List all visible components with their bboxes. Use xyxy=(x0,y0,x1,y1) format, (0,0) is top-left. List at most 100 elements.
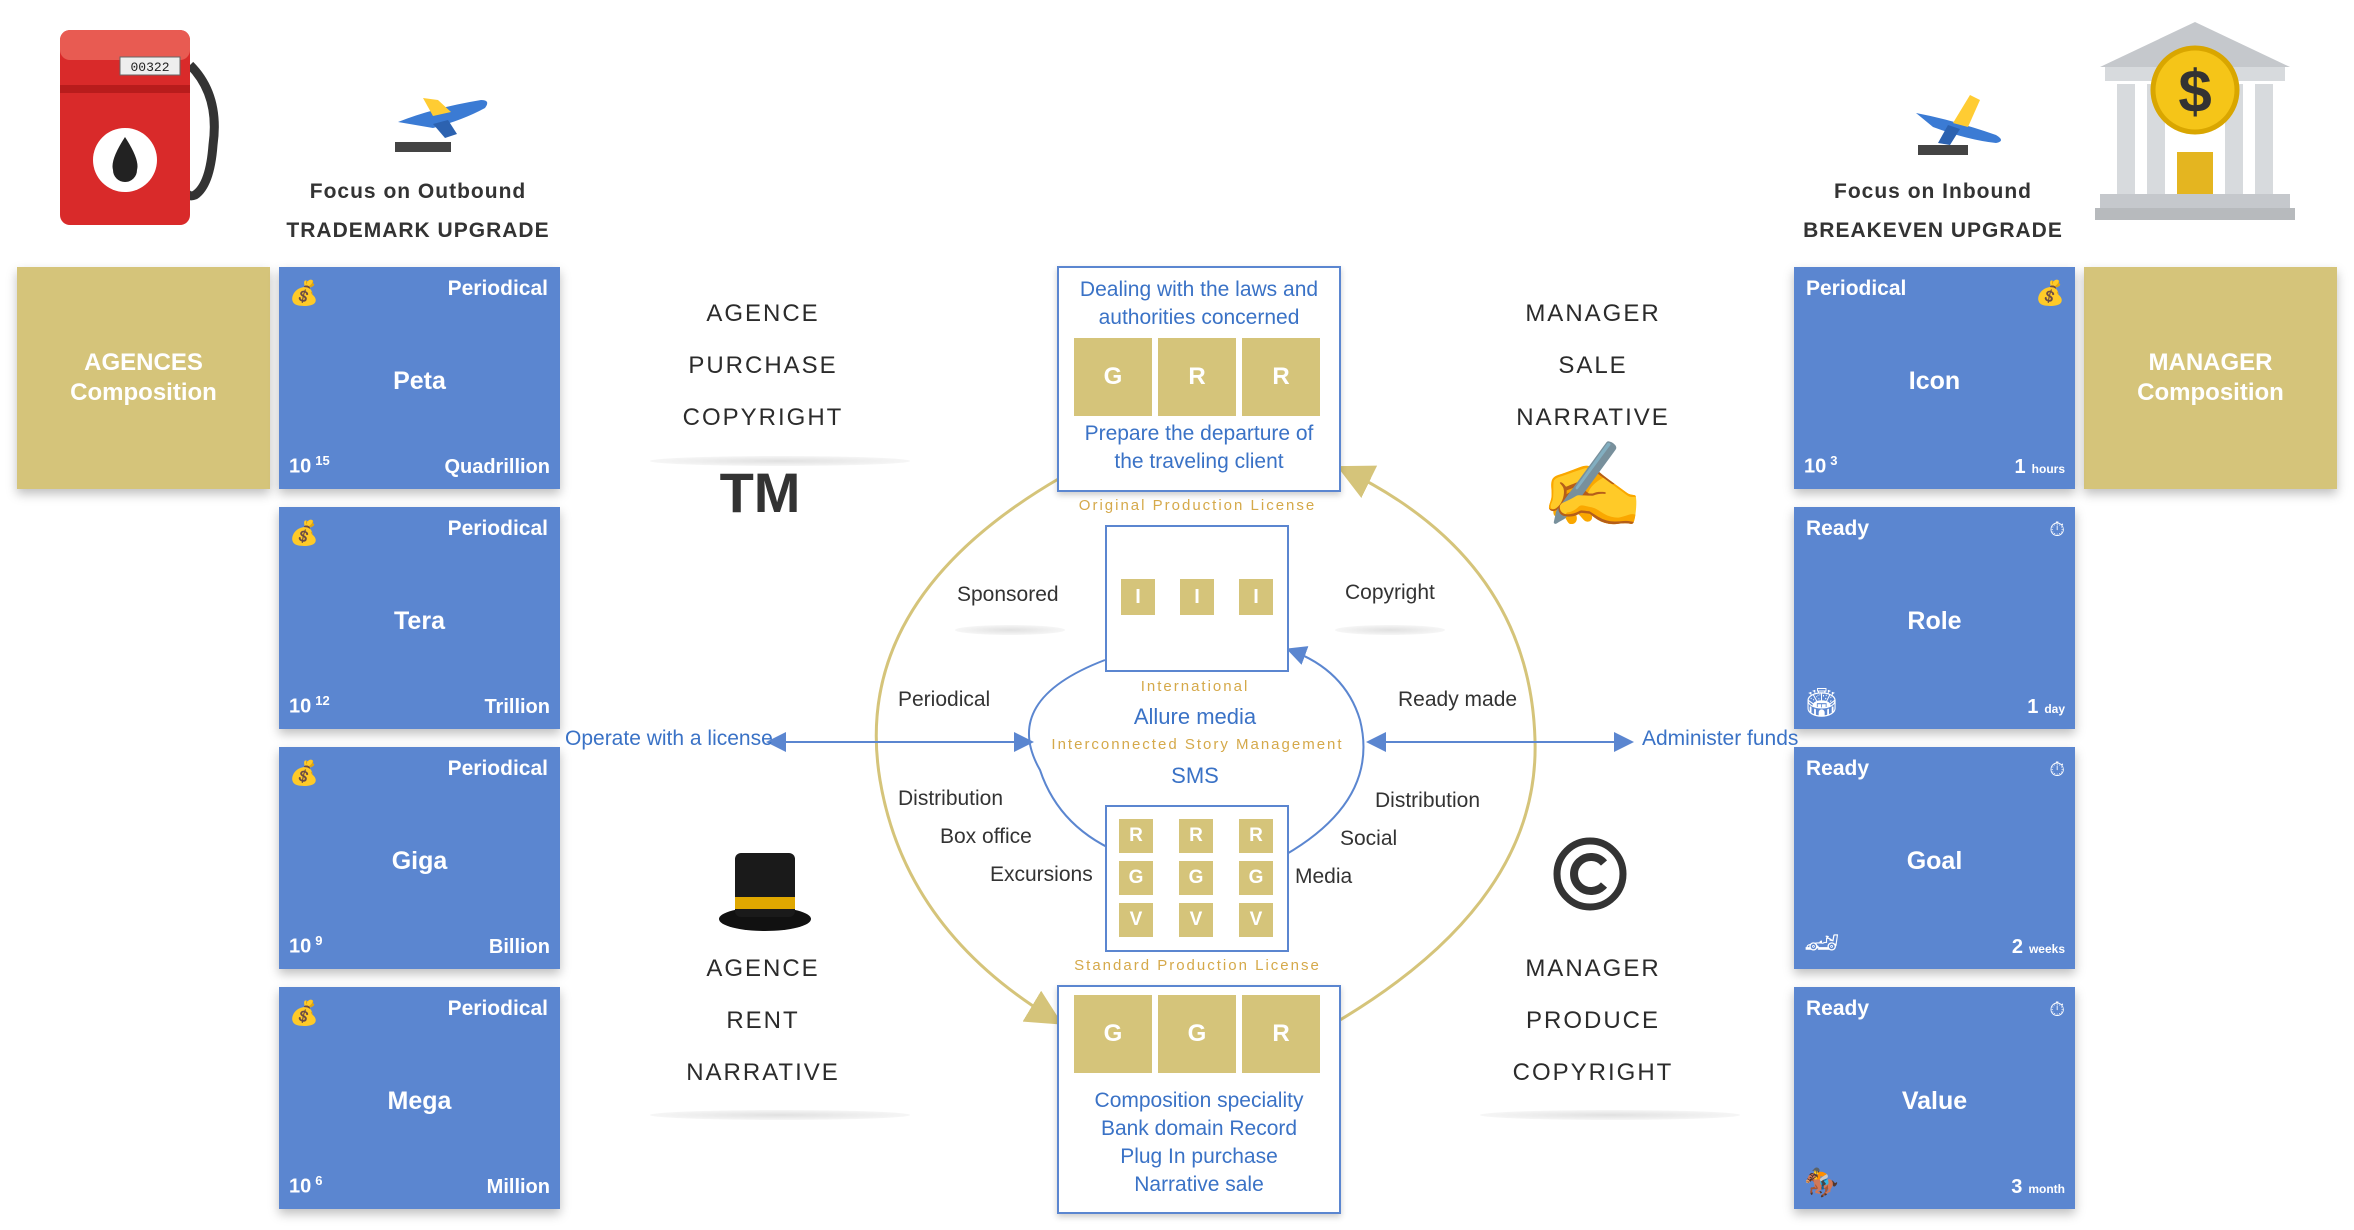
card-name: Tera xyxy=(394,607,445,635)
ready-made-label: Ready made xyxy=(1398,688,1518,711)
iii-box: I I I xyxy=(1105,525,1289,672)
bottom-box-line4: Narrative sale xyxy=(1134,1173,1264,1196)
money-bag-icon: 💰 xyxy=(289,280,319,307)
sms-label: SMS xyxy=(1171,763,1219,788)
airplane-arrival-icon xyxy=(1908,85,2008,160)
left-header-line2: TRADEMARK UPGRADE xyxy=(286,219,550,242)
manager-composition-box[interactable]: MANAGER Composition xyxy=(2084,267,2337,489)
rgv-grid-box: R R R G G G V V V xyxy=(1105,805,1289,952)
card-name: Goal xyxy=(1906,847,1963,875)
fuel-pump-icon: 00322 xyxy=(55,25,225,225)
top-box-line3: Prepare the departure of xyxy=(1084,422,1314,445)
ggr-cell: R xyxy=(1242,995,1320,1073)
card-word: Million xyxy=(486,1176,550,1198)
original-license-caption: Original Production License xyxy=(1078,497,1317,514)
left-header-line1: Focus on Outbound xyxy=(309,180,527,203)
card-tag: Periodical xyxy=(447,997,548,1020)
operate-license-link[interactable]: Operate with a license xyxy=(565,727,773,750)
bottom-box-line2: Bank domain Record xyxy=(1100,1117,1298,1140)
money-bag-icon: 💰 xyxy=(2035,280,2065,307)
agence-bottom-1: AGENCE xyxy=(706,955,820,982)
interconnected-caption: Interconnected Story Management xyxy=(1051,736,1344,753)
grr-cell: R xyxy=(1242,338,1320,416)
card-name: Role xyxy=(1907,607,1962,635)
grid-cell: V xyxy=(1119,903,1153,937)
grid-cell: V xyxy=(1179,903,1213,937)
shadow-divider xyxy=(955,625,1065,635)
race-car-icon: 🏎 xyxy=(1804,927,1840,958)
top-box-line2: authorities concerned xyxy=(1098,306,1300,329)
shadow-divider xyxy=(650,456,910,466)
stopwatch-icon: ⏱ xyxy=(2049,519,2065,541)
shadow-divider xyxy=(1480,1110,1740,1120)
agences-composition-box[interactable]: AGENCES Composition xyxy=(17,267,270,489)
card-name: Mega xyxy=(387,1087,452,1115)
card-word: Trillion xyxy=(484,696,550,718)
agence-bottom-2: RENT xyxy=(726,1007,800,1034)
card-tag: Periodical xyxy=(1806,277,1907,300)
money-bag-icon: 💰 xyxy=(289,1000,319,1027)
right-header-line2: BREAKEVEN UPGRADE xyxy=(1803,219,2063,242)
administer-funds-link[interactable]: Administer funds xyxy=(1642,727,1799,750)
grid-cell: R xyxy=(1119,819,1153,853)
standard-license-caption: Standard Production License xyxy=(1074,957,1321,974)
ggr-cell: G xyxy=(1158,995,1236,1073)
card-name: Giga xyxy=(391,847,448,875)
pump-counter: 00322 xyxy=(130,60,169,75)
periodical-label: Periodical xyxy=(898,688,991,711)
excursions-label: Excursions xyxy=(990,863,1093,886)
agence-top-3: COPYRIGHT xyxy=(682,404,844,431)
i-cell: I xyxy=(1180,579,1214,615)
card-word: Billion xyxy=(488,936,550,958)
shadow-divider xyxy=(1335,625,1445,635)
card-tag: Ready xyxy=(1806,757,1870,780)
manager-bottom-3: COPYRIGHT xyxy=(1512,1059,1674,1086)
card-name: Peta xyxy=(393,367,446,395)
card-tag: Periodical xyxy=(447,517,548,540)
writing-hand-icon: ✍️ xyxy=(1540,438,1645,532)
agences-composition-subtitle: Composition xyxy=(70,379,217,406)
grid-cell: R xyxy=(1179,819,1213,853)
manager-top-2: SALE xyxy=(1558,352,1628,379)
top-center-box: Dealing with the laws and authorities co… xyxy=(1057,266,1341,492)
card-tag: Ready xyxy=(1806,997,1870,1020)
card-name: Value xyxy=(1901,1087,1968,1115)
grid-cell: G xyxy=(1179,861,1213,895)
agence-top-1: AGENCE xyxy=(706,300,820,327)
grr-cell: G xyxy=(1074,338,1152,416)
manager-composition-subtitle: Composition xyxy=(2137,379,2284,406)
i-cell: I xyxy=(1121,579,1155,615)
manager-top-1: MANAGER xyxy=(1525,300,1661,327)
agence-bottom-3: NARRATIVE xyxy=(686,1059,840,1086)
grr-cell: R xyxy=(1158,338,1236,416)
bottom-center-box: G G R Composition speciality Bank domain… xyxy=(1057,985,1341,1214)
card-tag: Periodical xyxy=(447,757,548,780)
top-box-line4: the traveling client xyxy=(1114,450,1284,473)
copyright-label: Copyright xyxy=(1345,581,1435,604)
bottom-box-line1: Composition speciality xyxy=(1094,1089,1304,1112)
media-label: Media xyxy=(1295,865,1353,888)
agences-composition-title: AGENCES xyxy=(84,349,203,376)
agence-top-2: PURCHASE xyxy=(688,352,838,379)
top-box-line1: Dealing with the laws and xyxy=(1079,278,1319,301)
grid-cell: R xyxy=(1239,819,1273,853)
shadow-divider xyxy=(650,1110,910,1120)
distribution-left-label: Distribution xyxy=(898,787,1004,810)
